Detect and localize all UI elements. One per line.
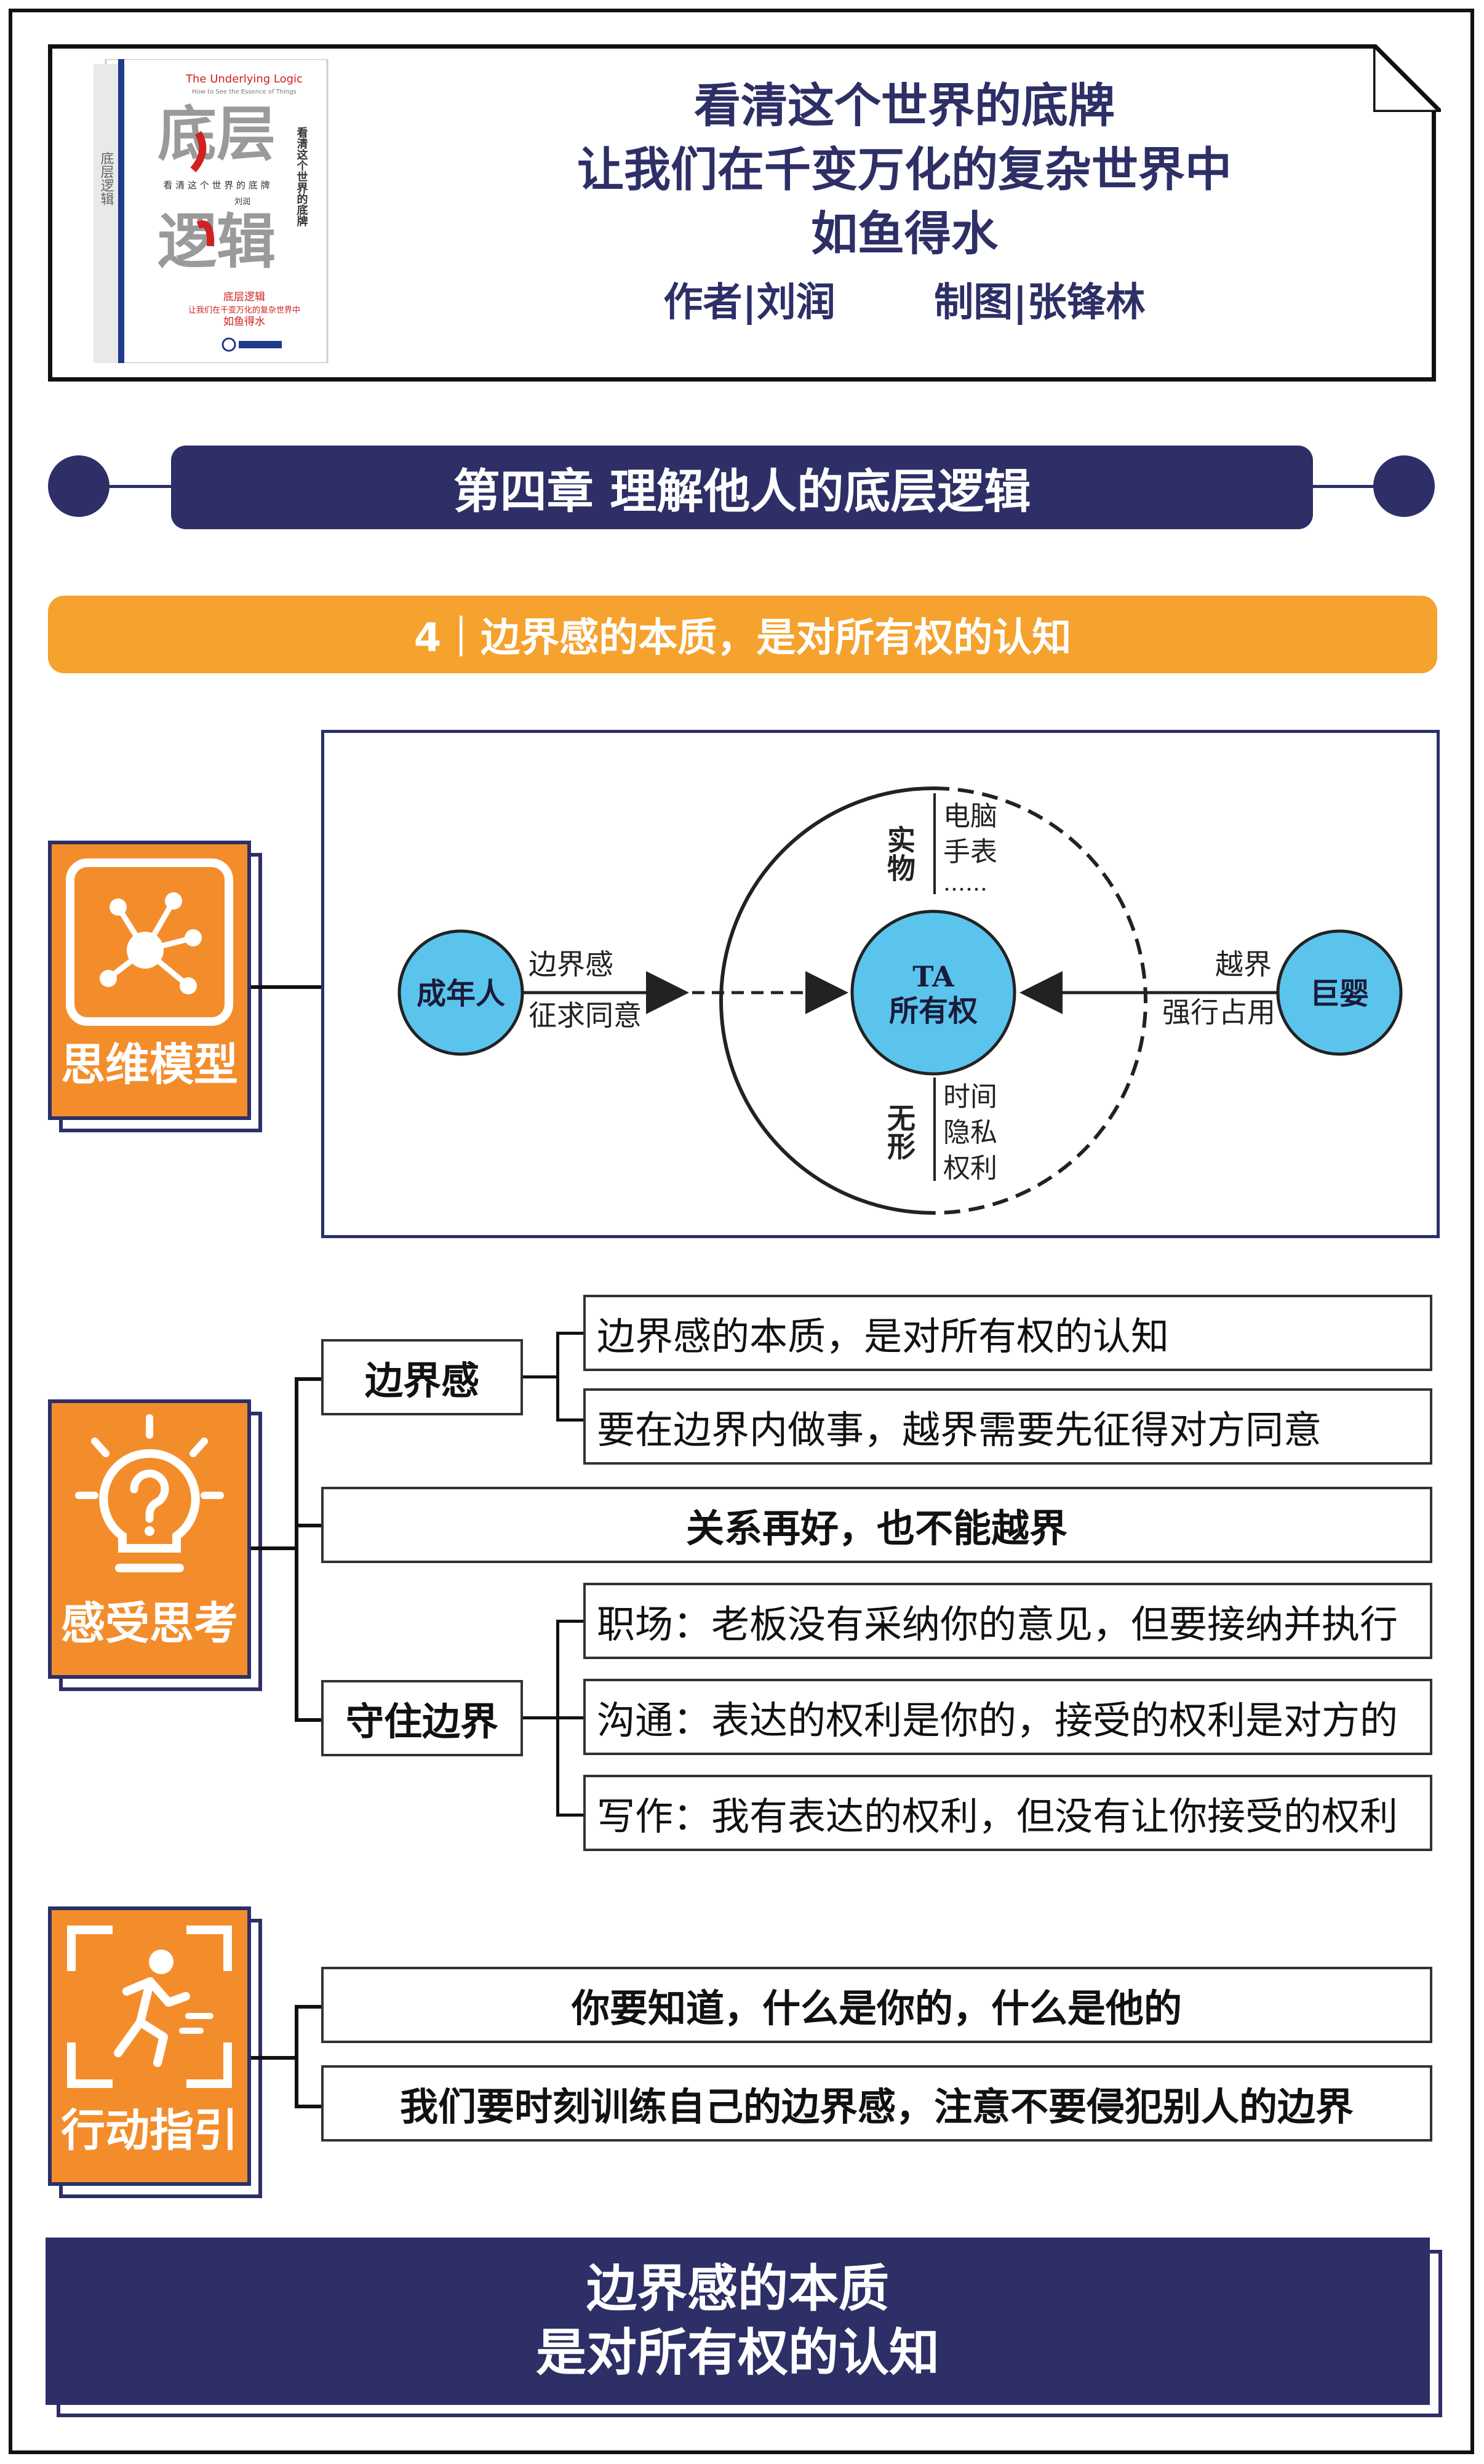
chapter-band-right-dot — [1373, 455, 1435, 517]
keep-connector-stem — [523, 1716, 559, 1719]
action-connector-branch-2 — [295, 2105, 323, 2108]
slogan-line-2: 让我们在千变万化的复杂世界中 — [577, 142, 1232, 197]
book-title-line2: 逻辑 — [158, 207, 276, 276]
keep-connector-branch-3 — [556, 1814, 584, 1817]
boundary-connector-spine — [556, 1332, 559, 1422]
network-icon — [66, 858, 233, 1026]
intangible-item-2: 隐私 — [943, 1117, 997, 1148]
svg-text:如鱼得水: 如鱼得水 — [223, 316, 265, 328]
keep-connector-branch-2 — [556, 1716, 584, 1719]
keep-connector-branch-1 — [556, 1620, 584, 1623]
boundary-item-1: 边界感的本质，是对所有权的认知 — [583, 1295, 1432, 1371]
think-card-label: 感受思考 — [60, 1598, 238, 1649]
svg-text:让我们在千变万化的复杂世界中: 让我们在千变万化的复杂世界中 — [188, 305, 300, 315]
tangible-item-1: 电脑 — [943, 801, 997, 832]
boundary-item-2: 要在边界内做事，越界需要先征得对方同意 — [583, 1388, 1432, 1465]
chapter-title: 第四章 理解他人的底层逻辑 — [171, 446, 1313, 529]
boundary-connector-branch-2 — [556, 1418, 584, 1422]
action-connector-stem — [251, 2056, 297, 2060]
giant-baby-arrow-top-label: 越界 — [1215, 948, 1272, 981]
page-frame — [9, 9, 1474, 2454]
tangible-group: 实物 电脑 手表 …… — [883, 793, 997, 896]
slogan-line-3: 如鱼得水 — [811, 206, 998, 261]
conclusion-banner: 边界感的本质 是对所有权的认知 — [46, 2238, 1430, 2405]
book-side-text: 看清这个世界的底牌 — [295, 126, 309, 227]
slogan-line-1: 看清这个世界的底牌 — [694, 78, 1115, 133]
ownership-diagram: TA 所有权 成年人 巨婴 边界感 征求同意 越界 强行占用 实物 电脑 手表 … — [397, 786, 1403, 1215]
book-spine-text: 底层逻辑 — [98, 151, 114, 206]
action-card-label: 行动指引 — [60, 2105, 238, 2156]
svg-text:刘润: 刘润 — [234, 198, 250, 207]
svg-text:底层逻辑: 底层逻辑 — [223, 291, 265, 303]
conclusion-line-1: 边界感的本质 — [586, 2260, 889, 2318]
svg-text:看 清 这 个 世 界 的 底 牌: 看 清 这 个 世 界 的 底 牌 — [163, 180, 269, 191]
book-title-line1: 底层 — [158, 100, 276, 169]
action-connector-branch-1 — [295, 2005, 323, 2009]
center-node-line2: 所有权 — [889, 994, 978, 1028]
intangible-label: 无形 — [883, 1103, 916, 1161]
think-connector-branch-2 — [295, 1524, 323, 1527]
think-connector-branch-1 — [295, 1377, 323, 1381]
relationship-rule: 关系再好，也不能越界 — [321, 1487, 1432, 1563]
action-connector-spine — [295, 2005, 298, 2108]
think-connector-stem — [251, 1546, 297, 1550]
svg-text:The Underlying Logic: The Underlying Logic — [185, 73, 303, 86]
book-cover-image: 底层逻辑 The Underlying Logic How to See the… — [94, 59, 329, 363]
running-person-icon — [67, 1926, 232, 2088]
keep-item-writing: 写作：我有表达的权利，但没有让你接受的权利 — [583, 1775, 1432, 1851]
action-card: 行动指引 — [48, 1906, 251, 2186]
outer-circle-dashed — [933, 786, 1147, 1215]
think-connector-branch-3 — [295, 1718, 323, 1722]
illustrator-credit: 制图|张锋林 — [934, 280, 1146, 326]
think-connector-spine — [295, 1377, 298, 1722]
giant-baby-node-label: 巨婴 — [1310, 977, 1369, 1011]
thinking-model-diagram: TA 所有权 成年人 巨婴 边界感 征求同意 越界 强行占用 实物 电脑 手表 … — [321, 730, 1440, 1238]
adult-arrow-top-label: 边界感 — [529, 948, 613, 981]
center-node-line1: TA — [912, 960, 955, 993]
folded-corner-icon — [1373, 44, 1441, 112]
boundary-connector-branch-1 — [556, 1332, 584, 1335]
model-card: 思维模型 — [48, 841, 251, 1120]
center-node — [850, 910, 1016, 1076]
adult-node-label: 成年人 — [417, 977, 505, 1011]
chapter-band-left-dot — [48, 455, 110, 517]
tangible-item-2: 手表 — [943, 836, 997, 868]
adult-arrow-bottom-label: 征求同意 — [529, 999, 642, 1032]
tangible-item-3: …… — [943, 871, 987, 896]
keep-item-communication: 沟通：表达的权利是你的，接受的权利是对方的 — [583, 1679, 1432, 1755]
intangible-item-3: 权利 — [943, 1153, 997, 1184]
model-card-label: 思维模型 — [60, 1039, 238, 1090]
keep-boundary-node: 守住边界 — [321, 1680, 523, 1756]
boundary-connector-stem — [523, 1375, 559, 1378]
action-item-2: 我们要时刻训练自己的边界感，注意不要侵犯别人的边界 — [321, 2065, 1432, 2142]
author-credit: 作者|刘润 — [663, 280, 836, 326]
svg-text:How to See the Essence of Thin: How to See the Essence of Things — [192, 89, 297, 95]
intangible-item-1: 时间 — [943, 1081, 997, 1113]
header-credits: 作者|刘润 制图|张锋林 — [381, 271, 1427, 327]
keep-item-workplace: 职场：老板没有采纳你的意见，但要接纳并执行 — [583, 1583, 1432, 1659]
boundary-node: 边界感 — [321, 1339, 523, 1415]
tangible-label: 实物 — [883, 825, 916, 882]
section-title: 4｜边界感的本质，是对所有权的认知 — [48, 596, 1437, 673]
intangible-group: 无形 时间 隐私 权利 — [883, 1078, 997, 1184]
outer-circle-solid — [719, 786, 934, 1215]
action-item-1: 你要知道，什么是你的，什么是他的 — [321, 1967, 1432, 2043]
conclusion-line-2: 是对所有权的认知 — [535, 2324, 939, 2382]
think-card: 感受思考 — [48, 1399, 251, 1679]
model-connector — [251, 985, 321, 989]
lightbulb-question-icon — [75, 1414, 224, 1572]
giant-baby-arrow-bottom-label: 强行占用 — [1162, 996, 1275, 1029]
header-slogan: 看清这个世界的底牌 让我们在千变万化的复杂世界中 如鱼得水 — [381, 74, 1427, 266]
